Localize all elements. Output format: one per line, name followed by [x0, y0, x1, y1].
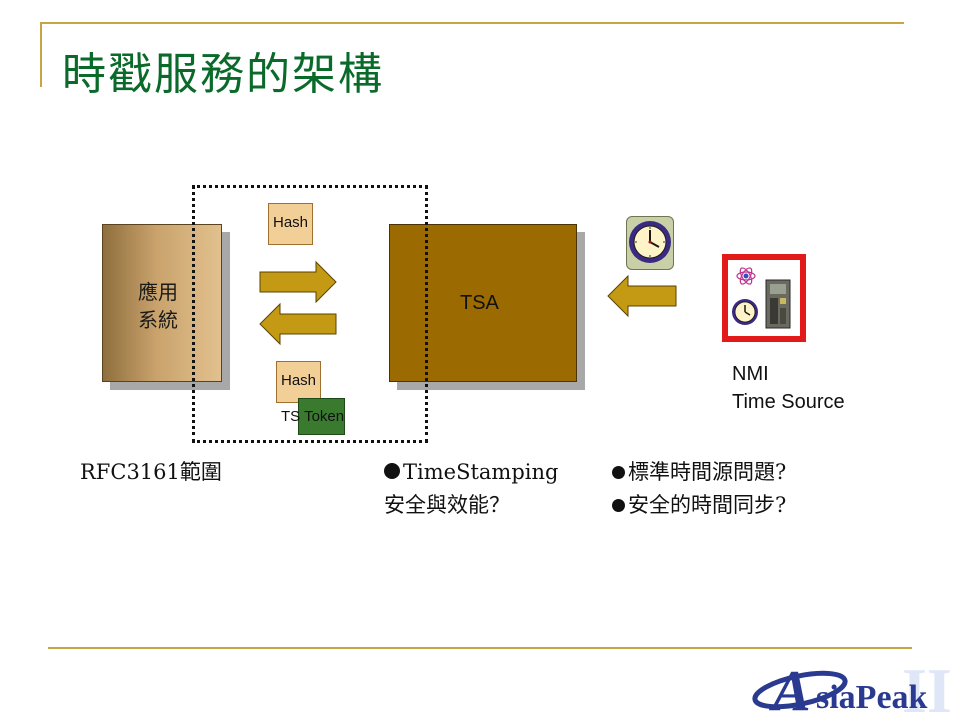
time-source-questions: 標準時間源問題? 安全的時間同步? — [612, 456, 786, 522]
asiapeak-logo: II A siaPeak — [752, 655, 950, 716]
arrow-left-from-time-source — [607, 274, 677, 318]
question-1: 標準時間源問題? — [612, 456, 786, 489]
logo-text: siaPeak — [816, 679, 928, 716]
timestamping-note: TimeStamping 安全與效能？ — [384, 456, 558, 522]
atomic-clock-icon — [732, 267, 791, 329]
question-2: 安全的時間同步? — [612, 489, 786, 522]
rfc3161-scope-note: RFC3161範圍 — [80, 460, 222, 484]
question-2-text: 安全的時間同步? — [628, 493, 787, 517]
timestamping-note-line2: 安全與效能？ — [384, 493, 510, 517]
app-label-line2: 系統 — [138, 308, 178, 332]
tsa-box — [389, 224, 577, 382]
app-label-line1: 應用 — [138, 280, 178, 304]
logo-letter: A — [769, 658, 811, 716]
top-rule — [40, 22, 904, 24]
ts-token-label: TS Token — [281, 408, 345, 425]
timestamping-text: TimeStamping — [403, 460, 559, 484]
nmi-label-line1: NMI — [732, 363, 769, 385]
hash-box-top: Hash — [268, 203, 313, 245]
left-rule — [40, 22, 42, 87]
slide-title: 時戳服務的架構 — [62, 49, 384, 100]
clock-icon — [629, 221, 671, 263]
nmi-label-line2: Time Source — [732, 391, 845, 413]
bullet-icon — [612, 499, 625, 512]
bullet-icon — [612, 466, 625, 479]
nmi-time-source-label: NMI Time Source — [732, 360, 845, 416]
application-system-box — [102, 224, 222, 382]
hash-box-bottom: Hash — [276, 361, 321, 403]
rfc3161-scope-border — [192, 185, 428, 443]
bullet-icon — [384, 463, 400, 479]
question-1-text: 標準時間源問題? — [628, 460, 787, 484]
arrow-right-to-tsa — [259, 260, 337, 304]
logo-watermark: II — [902, 655, 950, 716]
tsa-label: TSA — [460, 292, 499, 314]
arrow-left-to-app — [259, 302, 337, 346]
nmi-time-source-frame — [722, 254, 806, 342]
ts-token-box — [298, 398, 345, 435]
application-system-label: 應用 系統 — [138, 278, 198, 334]
bottom-rule — [48, 647, 912, 649]
timestamping-note-line1: TimeStamping — [384, 456, 558, 489]
